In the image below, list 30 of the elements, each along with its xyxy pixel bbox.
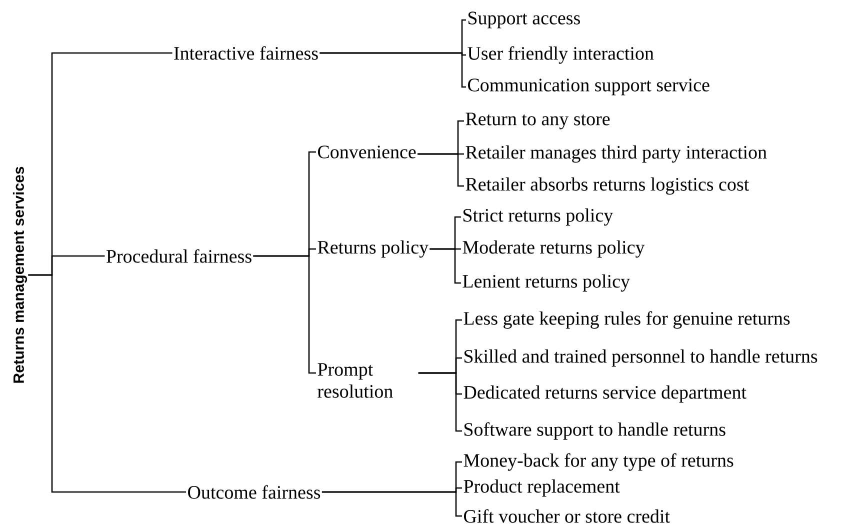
category-label: Interactive fairness (174, 46, 318, 60)
item-label: Less gate keeping rules for genuine returns (464, 311, 790, 329)
connector (418, 153, 464, 187)
connector (430, 248, 461, 284)
item-label: Product replacement (464, 479, 620, 497)
item-label: Return to any store (466, 112, 610, 130)
item-label: Skilled and trained personnel to handle returns (464, 349, 818, 367)
item-label: Gift voucher or store credit (464, 509, 670, 523)
item-label: Lenient returns policy (462, 274, 630, 292)
connector (320, 52, 466, 88)
item-label: Strict returns policy (463, 208, 614, 226)
category-label: Convenience (318, 146, 416, 158)
item-label: Retailer absorbs returns logistics cost (466, 177, 749, 195)
connector (322, 491, 462, 517)
item-label: Moderate returns policy (462, 240, 645, 258)
category-label: Returns policy (318, 240, 428, 258)
connector (28, 274, 186, 493)
category-label: Outcome fairness (188, 485, 320, 499)
category-label: Procedural fairness (106, 249, 252, 263)
item-label: Communication support service (468, 78, 710, 96)
connector (418, 372, 462, 432)
category-label: Prompt resolution (318, 363, 393, 398)
item-label: Software support to handle returns (464, 422, 726, 440)
connector (253, 255, 316, 374)
item-label: Retailer manages third party interaction (466, 145, 767, 163)
item-label: Dedicated returns service department (464, 385, 746, 403)
item-label: Money-back for any type of returns (464, 453, 734, 471)
item-label: User friendly interaction (468, 46, 654, 64)
root-label: Returns management services (12, 166, 28, 383)
item-label: Support access (468, 12, 580, 28)
